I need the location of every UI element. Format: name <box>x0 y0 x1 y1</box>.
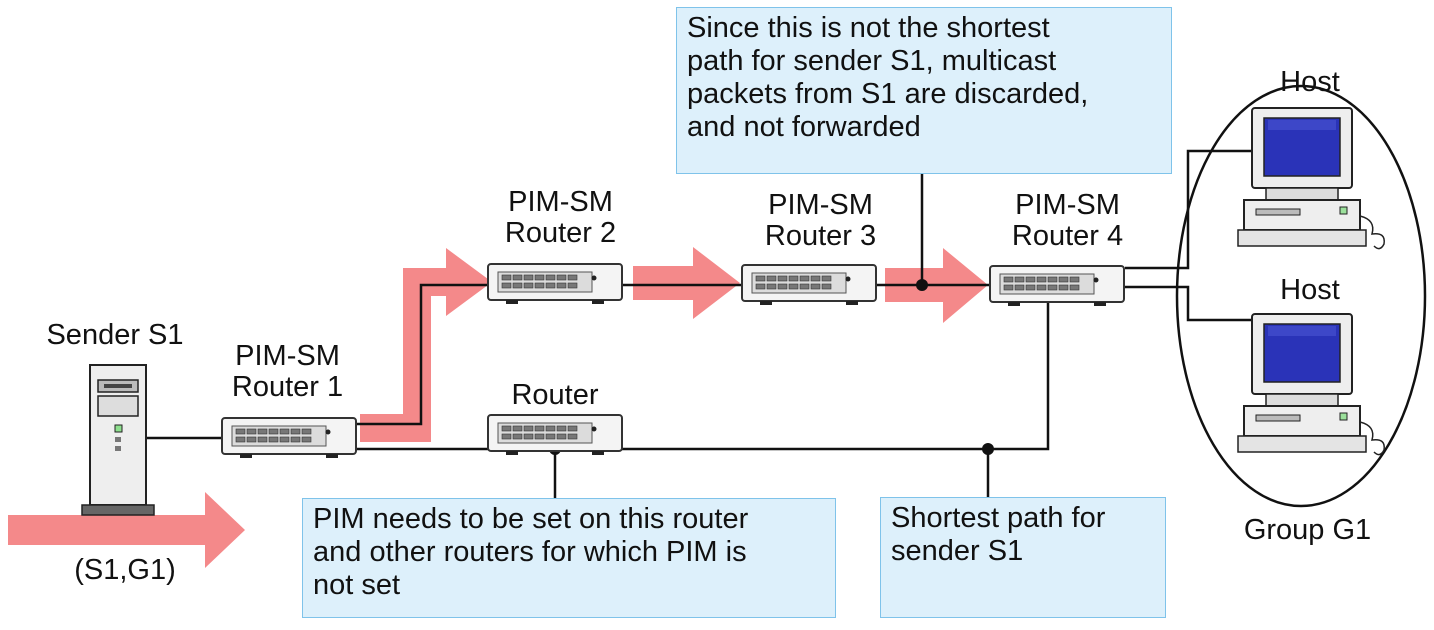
pim-sm-router-2 <box>487 263 623 305</box>
sender-server-icon <box>81 364 155 516</box>
network-links <box>146 149 1252 498</box>
flow-arrow-sender <box>8 492 245 568</box>
plain-router-label: Router <box>511 379 599 411</box>
host-bottom-label: Host <box>1280 274 1340 306</box>
pim-sm-router-4 <box>989 265 1125 307</box>
host-computer-icon-bottom <box>1237 313 1386 456</box>
pim-sm-router-1 <box>221 417 357 459</box>
plain-router <box>487 414 623 456</box>
flow-arrow-r2-r3 <box>633 247 740 319</box>
flow-arrow-r1-r2 <box>360 248 492 442</box>
group-g1-ellipse <box>1175 84 1427 508</box>
router2-label: PIM-SM Router 2 <box>504 186 617 249</box>
callout-shortest-path: Shortest path for sender S1 <box>880 497 1166 618</box>
pim-sm-router-3 <box>741 264 877 306</box>
group-label: Group G1 <box>1243 514 1372 546</box>
callout-pim-needed: PIM needs to be set on this router and o… <box>302 498 836 618</box>
router4-label: PIM-SM Router 4 <box>1011 189 1124 252</box>
flow-label: (S1,G1) <box>74 554 176 586</box>
router3-label: PIM-SM Router 3 <box>764 189 877 252</box>
sender-label: Sender S1 <box>46 319 184 351</box>
router1-label: PIM-SM Router 1 <box>231 340 344 403</box>
host-top-label: Host <box>1280 66 1340 98</box>
host-computer-icon-top <box>1237 107 1386 250</box>
callout-not-shortest-path: Since this is not the shortest path for … <box>676 7 1172 174</box>
